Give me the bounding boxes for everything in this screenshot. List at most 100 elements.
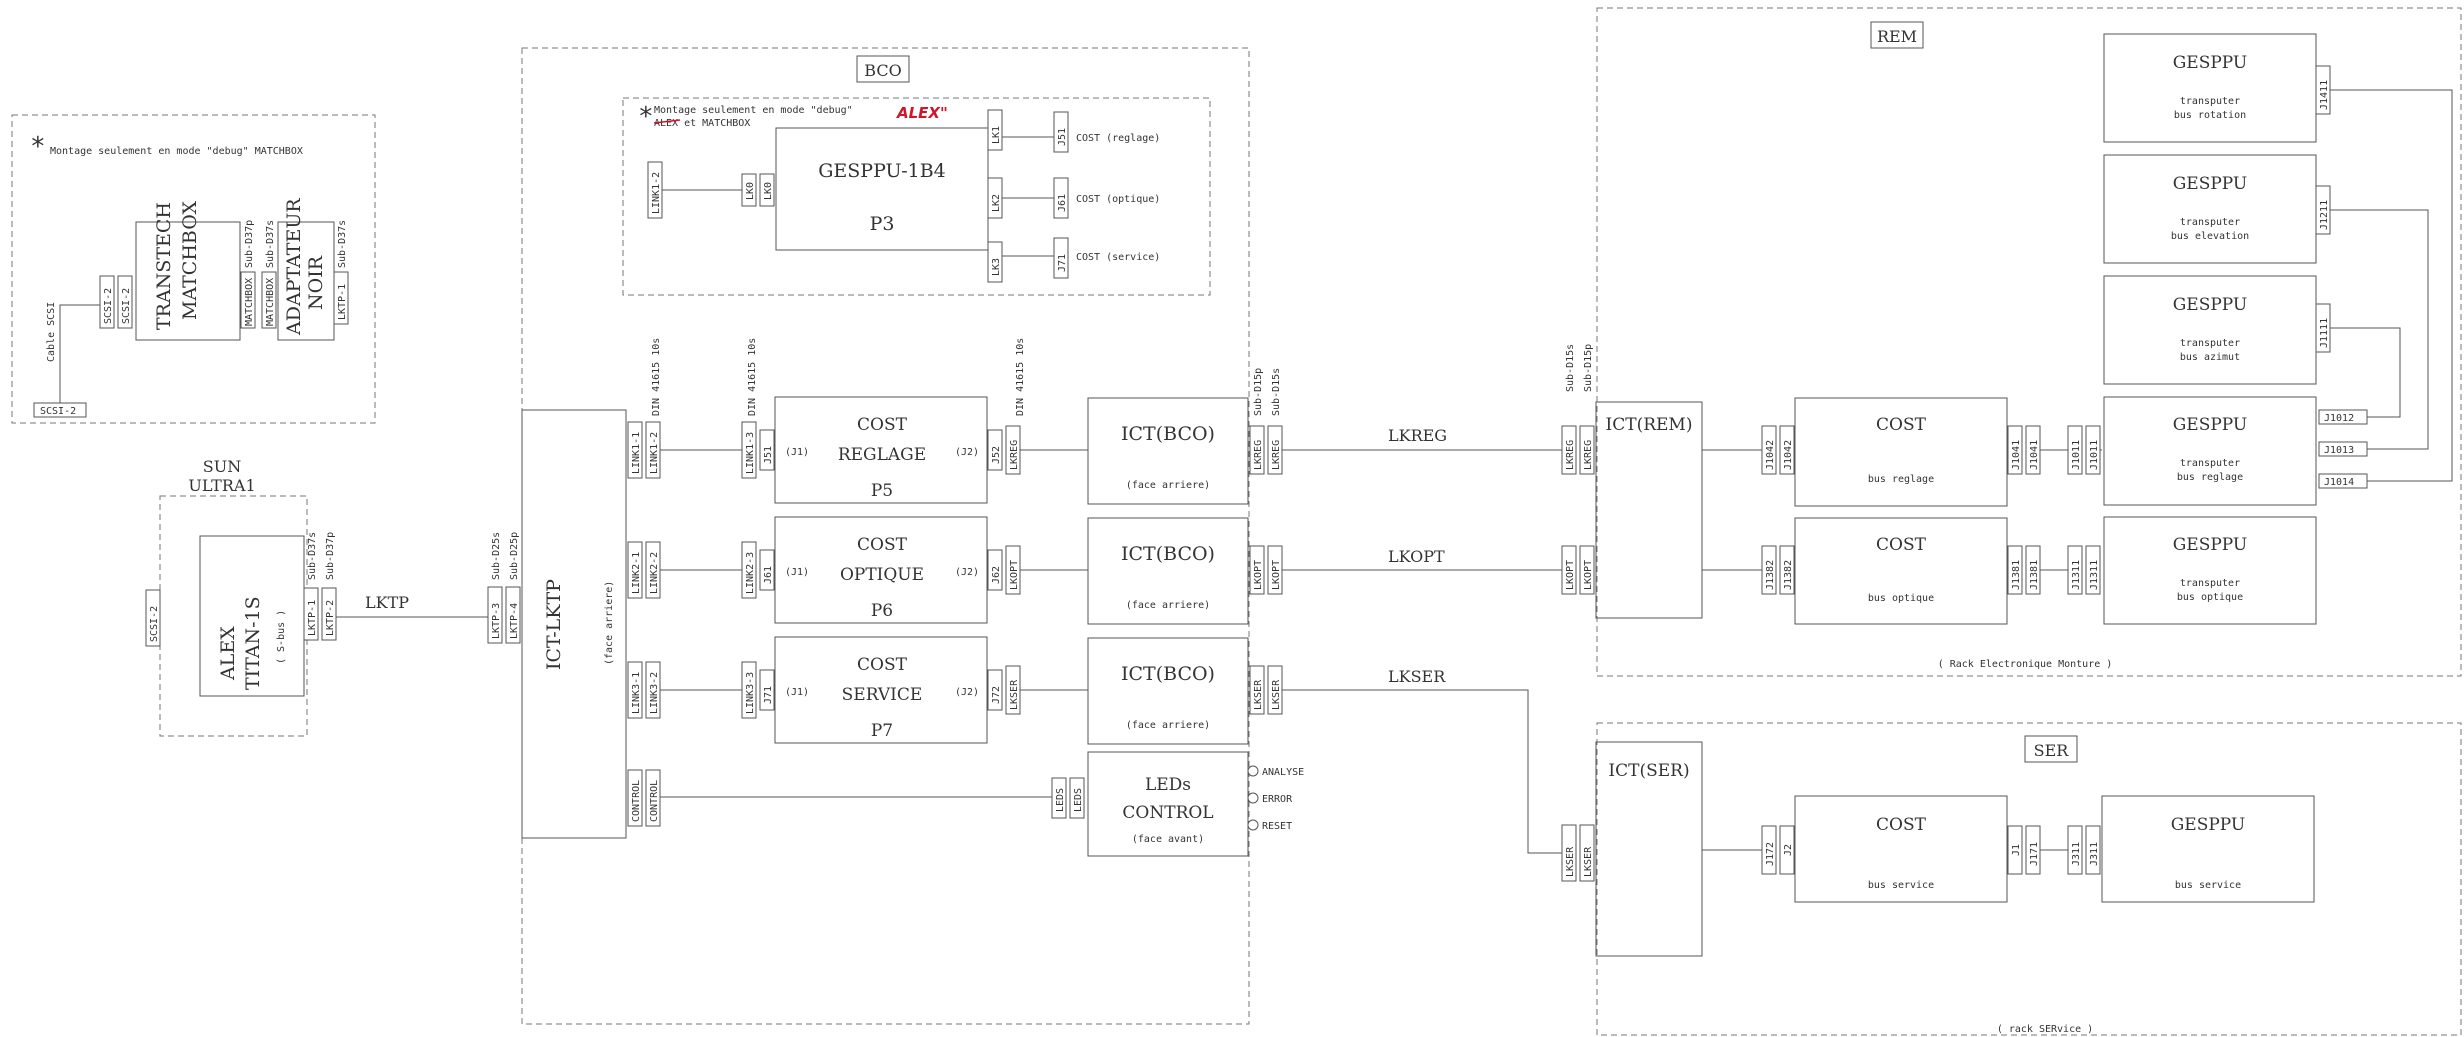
row-conn-lb: LINK2-2	[649, 552, 660, 594]
cost-service-debug: COST (service)	[1076, 252, 1160, 263]
transtech-line1: TRANSTECH	[153, 202, 175, 330]
lk1: LK1	[991, 126, 1002, 144]
debug-link12: LINK1-2	[651, 172, 662, 214]
bco-group: BCO * Montage seulement en mode "debug" …	[487, 47, 1304, 1025]
bco-row-optique: LINK2-1 LINK2-2 LINK2-3 J61 COST OPTIQUE…	[627, 516, 1283, 625]
matchbox-connector-a: MATCHBOX	[244, 278, 255, 326]
ser-cost-box	[1794, 795, 2008, 903]
sun-title-line1: SUN	[203, 457, 241, 476]
j1013: J1013	[2324, 445, 2354, 456]
control-a: CONTROL	[631, 780, 642, 822]
sun-scsi-connector: SCSI-2	[149, 606, 160, 642]
gesppu-1b4-p: P3	[870, 213, 895, 235]
row-conn-jr: J72	[991, 686, 1002, 704]
j1012: J1012	[2324, 413, 2354, 424]
ser-title: SER	[2034, 741, 2070, 760]
gesppu-1b4-label: GESPPU-1B4	[818, 160, 946, 182]
row-ict: ICT(BCO)	[1121, 543, 1215, 565]
sun-title-line2: ULTRA1	[188, 476, 255, 495]
matchbox-note: Montage seulement en mode "debug" MATCHB…	[50, 146, 303, 157]
row-conn-lc: LINK1-3	[745, 432, 756, 474]
ict-bco-box-1	[1087, 397, 1249, 505]
cost-optique-debug: COST (optique)	[1076, 194, 1160, 205]
scsi-connector-b: SCSI-2	[121, 288, 132, 324]
gesppu-sub2: bus optique	[2177, 592, 2243, 603]
alex-line1: ALEX	[217, 626, 239, 681]
adapt-lktp-connector: LKTP-1	[337, 284, 348, 320]
gesppu-name: GESPPU	[2173, 53, 2248, 73]
rem-cost-reg-g1: J1011	[2071, 440, 2082, 470]
rem-in-reg-b: LKREG	[1583, 440, 1594, 470]
bco-row-service: LINK3-1 LINK3-2 LINK3-3 J71 COST SERVICE…	[627, 636, 1283, 745]
lktp4: LKTP-4	[509, 603, 520, 639]
leds-line1: LEDs	[1145, 775, 1191, 795]
ser-r2: J171	[2029, 842, 2040, 866]
led-reset-label: RESET	[1262, 821, 1292, 832]
row-conn-lb: LINK3-2	[649, 672, 660, 714]
lk2: LK2	[991, 194, 1002, 212]
matchbox-connector-b: MATCHBOX	[265, 278, 276, 326]
ser-in-b: LKSER	[1583, 846, 1594, 877]
leds-line2: CONTROL	[1122, 803, 1213, 823]
ict-lktp-box	[521, 409, 627, 839]
rem-cost-reg-r1: J1041	[2011, 440, 2022, 470]
rem-cost-reg-l2: J1042	[1783, 440, 1794, 470]
j1014: J1014	[2324, 477, 2354, 488]
row-conn-jl: J61	[763, 566, 774, 584]
lk0-b: LK0	[763, 182, 774, 200]
link-lkser: LKSER	[1388, 667, 1446, 686]
cable-scsi-label: Cable SCSI	[46, 302, 57, 362]
rem-group: REM Sub-D15s Sub-D15p LKREG LKREG LKOPT …	[1561, 7, 2462, 677]
leds-face: (face avant)	[1132, 834, 1204, 845]
led-reset-icon	[1247, 819, 1259, 831]
row-ict: ICT(BCO)	[1121, 423, 1215, 445]
cost-reglage-box	[774, 396, 988, 504]
gesppu-name: GESPPU	[2173, 295, 2248, 315]
rem-in-opt-b: LKOPT	[1583, 560, 1594, 590]
row-face: (face arriere)	[1126, 720, 1210, 731]
link-lkopt: LKOPT	[1388, 547, 1445, 566]
subd37p-label: Sub-D37p	[244, 220, 255, 268]
rem-cost-opt-r2: J1381	[2029, 560, 2040, 590]
ict-lktp-face: (face arriere)	[604, 581, 615, 665]
ict-ser-label: ICT(SER)	[1608, 761, 1689, 781]
sun-subd37s: Sub-D37s	[307, 532, 318, 580]
rem-cost-opt-g2: J1311	[2089, 560, 2100, 590]
adapt-subd37s-label: Sub-D37s	[337, 220, 348, 268]
sun-ultra1-group: SUN ULTRA1 SCSI-2 ALEX TITAN-1S ( S-bus …	[145, 457, 488, 737]
gesppu-sub2: bus elevation	[2171, 231, 2249, 242]
row-conn-rb: LKREG	[1271, 440, 1282, 470]
gesppu-name: GESPPU	[2173, 174, 2248, 194]
led-analyse-icon	[1247, 765, 1259, 777]
rem-cost-reg-g2: J1011	[2089, 440, 2100, 470]
row-conn-lb: LINK1-2	[649, 432, 660, 474]
lk3: LK3	[991, 258, 1002, 276]
lktp3: LKTP-3	[491, 603, 502, 639]
led-error-label: ERROR	[1262, 794, 1293, 805]
ser-l1: J172	[1765, 842, 1776, 866]
row-conn-jl: J51	[763, 446, 774, 464]
scsi-connector-a: SCSI-2	[103, 288, 114, 324]
row-conn-jl: J71	[763, 686, 774, 704]
bco-debug-note2: ALEX et MATCHBOX	[654, 118, 750, 129]
rem-cost-reg-name: COST	[1876, 415, 1927, 435]
ict-rem-box	[1595, 401, 1703, 619]
row-conn-la: LINK3-1	[631, 672, 642, 714]
gesppu-optique: GESPPU transputer bus optique	[2103, 516, 2317, 625]
rem-cost-reg-l1: J1042	[1765, 440, 1776, 470]
cost-service-box	[774, 636, 988, 744]
row-conn-ra: LKOPT	[1253, 560, 1264, 590]
gesppu-elevation: GESPPU transputer bus elevation J1211	[2103, 154, 2331, 264]
row-conn-ra: LKREG	[1253, 440, 1264, 470]
ser-g1: J311	[2071, 842, 2082, 866]
ser-l2: J2	[1783, 844, 1794, 856]
adaptateur-line2: NOIR	[305, 255, 327, 310]
ser-in-a: LKSER	[1565, 846, 1576, 877]
gesppu-sub1: transputer	[2180, 578, 2240, 589]
bco-subd15p: Sub-D15p	[1253, 368, 1264, 416]
rem-cost-reg-r2: J1041	[2029, 440, 2040, 470]
row-conn-lk: LKOPT	[1009, 560, 1020, 590]
row-conn-jr: J62	[991, 566, 1002, 584]
control-b: CONTROL	[649, 780, 660, 822]
cost-reglage-debug: COST (reglage)	[1076, 133, 1160, 144]
